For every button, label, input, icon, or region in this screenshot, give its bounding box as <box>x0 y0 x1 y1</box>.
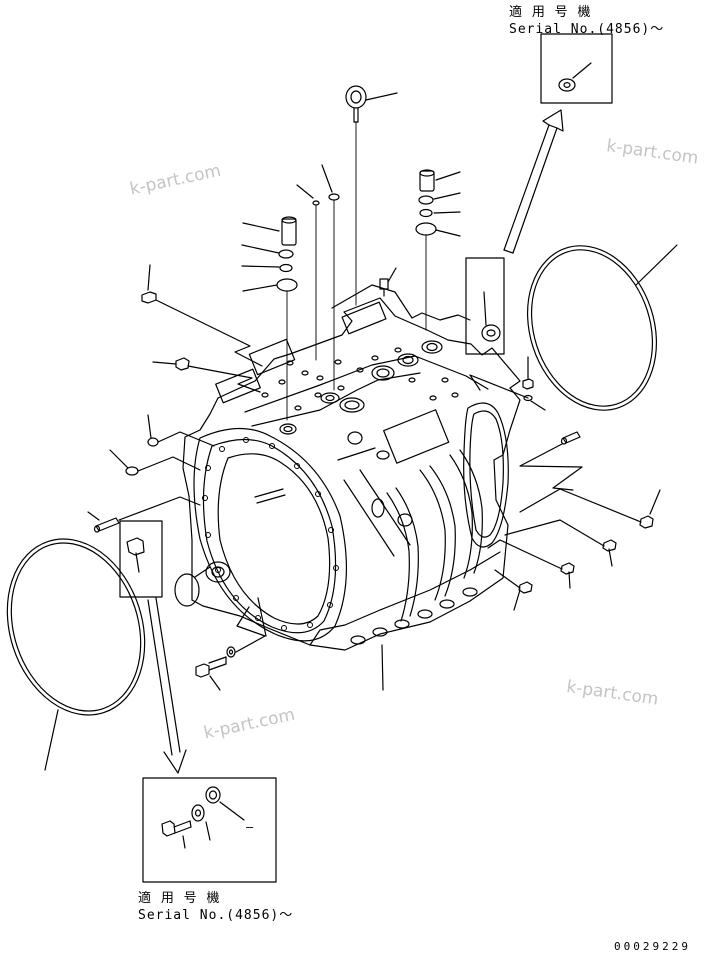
dowel-left <box>87 496 201 533</box>
inset-box-bottom <box>142 777 277 883</box>
drawing-code: 00029229 <box>614 940 691 953</box>
serial-note-top-jp: 適 用 号 機 <box>509 5 592 20</box>
o-ring-left <box>6 538 146 771</box>
sleeve-stack-left <box>241 216 298 421</box>
plug-detail-box <box>465 257 505 355</box>
inset-box-top <box>540 33 613 104</box>
bolt-front <box>195 606 266 691</box>
pins-top <box>296 164 340 391</box>
plug-left <box>141 264 263 367</box>
dash-mark: – <box>246 820 255 834</box>
serial-note-bottom-jp: 適 用 号 機 <box>138 891 221 906</box>
serial-note-top: Serial No.(4856)～ <box>509 22 665 37</box>
o-ring-right <box>526 244 678 411</box>
sleeve-stack-right <box>415 169 461 331</box>
plug-left-front <box>109 414 215 476</box>
o-ring-leader <box>257 597 267 637</box>
cover-plate-front <box>174 566 211 607</box>
bracket-box-left <box>119 520 187 774</box>
screw-left <box>152 357 261 393</box>
eye-bolt <box>345 85 398 306</box>
fittings-right <box>469 356 661 611</box>
transmission-case-body <box>182 284 521 691</box>
serial-note-bottom: Serial No.(4856)～ <box>138 908 294 923</box>
arrow-to-top-inset <box>503 109 564 254</box>
